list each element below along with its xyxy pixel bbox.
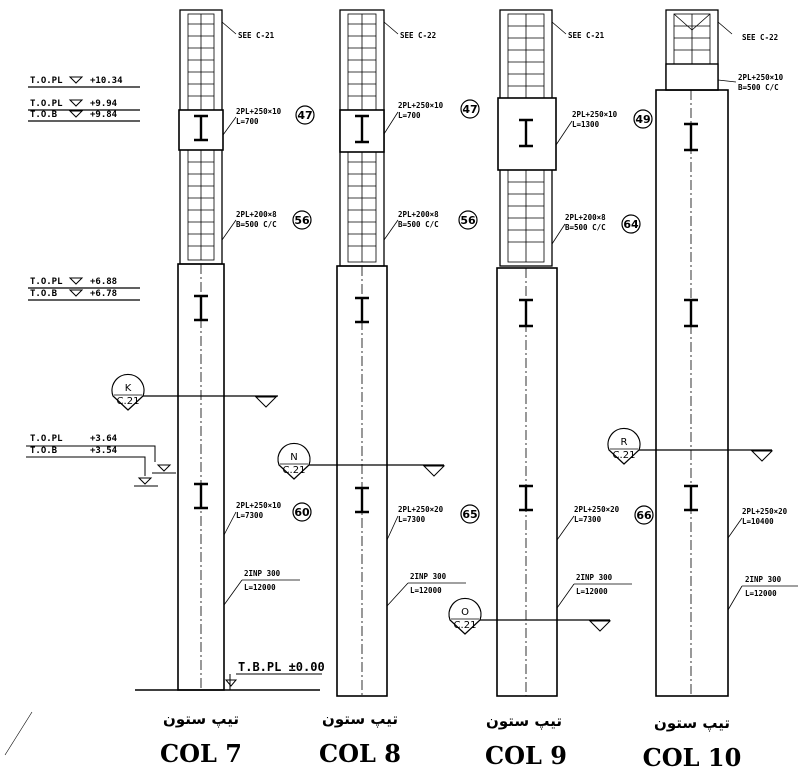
level-value: +3.64 — [90, 434, 118, 444]
level-label: T.O.B — [30, 110, 58, 120]
section-letter: K — [125, 383, 132, 394]
section-marker: O C.21 — [448, 597, 612, 635]
column-type-label: تیپ ستون — [322, 710, 398, 728]
column-col-10: SEE C-22 2PL+250×10 B=500 C/C 2PL+250×20… — [607, 9, 798, 771]
lace-bar-spacing: B=500 C/C — [398, 220, 439, 229]
upper-plate-spacing: B=500 C/C — [738, 83, 779, 92]
column-type-label: تیپ ستون — [486, 712, 562, 730]
level-marker: T.O.PL +3.64 — [26, 434, 176, 474]
profile-length: L=12000 — [410, 586, 442, 595]
lower-plate-length: L=7300 — [574, 515, 602, 524]
level-label: T.O.PL — [30, 277, 63, 287]
profile-note: 2INP 300 — [576, 573, 613, 582]
lower-plate-length: L=7300 — [236, 511, 264, 520]
profile-length: L=12000 — [745, 589, 777, 598]
item-marker: 64 — [623, 218, 639, 231]
base-level-label: T.B.PL ±0.00 — [238, 660, 325, 674]
section-sheet: C.21 — [454, 620, 477, 631]
upper-plate-length: L=700 — [398, 111, 421, 120]
section-marker: N C.21 — [277, 442, 446, 480]
level-label: T.O.B — [30, 289, 58, 299]
section-letter: O — [461, 607, 469, 618]
profile-length: L=12000 — [244, 583, 276, 592]
lower-plate-note: 2PL+250×20 — [398, 505, 444, 514]
upper-plate-note: 2PL+250×10 — [738, 73, 784, 82]
item-marker: 66 — [636, 509, 652, 522]
column-col-9: SEE C-21 2PL+250×10 L=1300 49 2PL+200×8 … — [448, 9, 654, 770]
level-markers: T.O.PL +10.34 T.O.PL +9.94 T.O.B +9.84 T… — [26, 76, 176, 487]
column-type-label: تیپ ستون — [163, 710, 239, 728]
lace-grid — [187, 13, 215, 261]
profile-note: 2INP 300 — [410, 572, 447, 581]
upper-plate-note: 2PL+250×10 — [572, 110, 618, 119]
level-marker: T.O.B +6.78 — [28, 289, 140, 301]
section-sheet: C.21 — [283, 465, 306, 476]
column-name: COL 10 — [643, 743, 742, 771]
lace-bar-spacing: B=500 C/C — [565, 223, 606, 232]
lace-grid — [673, 13, 711, 65]
level-marker: T.O.PL +9.94 — [28, 99, 140, 111]
level-marker: T.O.PL +6.88 — [28, 277, 140, 289]
item-marker: 47 — [462, 103, 477, 116]
lace-bar-note: 2PL+200×8 — [236, 210, 277, 219]
lower-plate-length: L=10400 — [742, 517, 774, 526]
item-marker: 56 — [460, 214, 476, 227]
level-value: +9.94 — [90, 99, 118, 109]
upper-plate-length: L=700 — [236, 117, 259, 126]
lower-plate-length: L=7300 — [398, 515, 426, 524]
level-value: +6.78 — [90, 289, 117, 299]
column-name: COL 7 — [160, 739, 242, 768]
profile-length: L=12000 — [576, 587, 608, 596]
column-col-8: SEE C-22 2PL+250×10 L=700 47 2PL+200×8 B… — [277, 9, 480, 768]
level-marker: T.O.B +3.54 — [26, 446, 158, 487]
level-value: +10.34 — [90, 76, 123, 86]
base-level: T.B.PL ±0.00 — [135, 660, 325, 691]
level-label: T.O.PL — [30, 76, 63, 86]
lower-plate-note: 2PL+250×20 — [742, 507, 788, 516]
item-marker: 56 — [294, 214, 310, 227]
upper-plate-note: 2PL+250×10 — [398, 101, 444, 110]
top-note: SEE C-22 — [400, 31, 436, 40]
column-name: COL 9 — [485, 741, 567, 770]
lower-plate-note: 2PL+250×20 — [574, 505, 620, 514]
profile-note: 2INP 300 — [745, 575, 782, 584]
upper-plate-note: 2PL+250×10 — [236, 107, 282, 116]
stray-mark — [4, 711, 33, 756]
lace-bar-note: 2PL+200×8 — [565, 213, 606, 222]
level-value: +3.54 — [90, 446, 118, 456]
lace-bar-note: 2PL+200×8 — [398, 210, 439, 219]
level-label: T.O.PL — [30, 434, 63, 444]
section-sheet: C.21 — [613, 450, 636, 461]
item-marker: 47 — [297, 109, 312, 122]
lace-bar-spacing: B=500 C/C — [236, 220, 277, 229]
profile-note: 2INP 300 — [244, 569, 281, 578]
top-note: SEE C-21 — [568, 31, 605, 40]
upper-plate-length: L=1300 — [572, 120, 600, 129]
level-marker: T.O.B +9.84 — [28, 110, 140, 122]
section-sheet: C.21 — [117, 396, 140, 407]
top-note: SEE C-22 — [742, 33, 778, 42]
item-marker: 60 — [294, 506, 310, 519]
item-marker: 65 — [462, 508, 477, 521]
section-letter: N — [290, 452, 297, 463]
section-marker: R C.21 — [607, 427, 774, 465]
section-marker: K C.21 — [111, 373, 278, 411]
level-value: +6.88 — [90, 277, 117, 287]
item-marker: 49 — [635, 113, 650, 126]
section-letter: R — [621, 437, 628, 448]
lower-plate-note: 2PL+250×10 — [236, 501, 282, 510]
column-type-label: تیپ ستون — [654, 714, 730, 732]
level-label: T.O.PL — [30, 99, 63, 109]
top-note: SEE C-21 — [238, 31, 275, 40]
level-value: +9.84 — [90, 110, 118, 120]
column-col-7: SEE C-21 2PL+250×10 L=700 47 2PL+200×8 B… — [111, 9, 315, 768]
column-name: COL 8 — [319, 739, 401, 768]
level-label: T.O.B — [30, 446, 58, 456]
level-marker: T.O.PL +10.34 — [28, 76, 140, 88]
